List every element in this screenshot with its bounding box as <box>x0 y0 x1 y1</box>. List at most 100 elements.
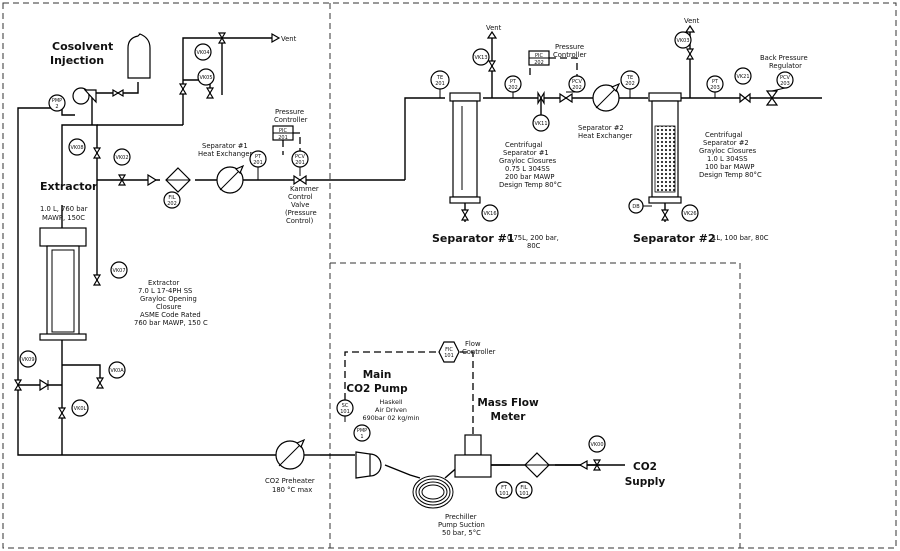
back-pressure-regulator <box>765 90 779 100</box>
pmp1-tag <box>353 424 371 442</box>
cosolvent-tank-line <box>92 82 139 94</box>
kammer-label-2: Control <box>288 193 313 201</box>
svg-text:VK26: VK26 <box>683 211 696 217</box>
svg-text:203: 203 <box>780 81 790 87</box>
svg-text:TE: TE <box>436 75 443 81</box>
preheater-label-2: 180 °C max <box>272 486 312 494</box>
extractor-desc-6: 760 bar MAWP, 150 C <box>134 319 208 327</box>
preheater-label-1: CO2 Preheater <box>265 477 315 485</box>
svg-text:PCV: PCV <box>572 79 583 85</box>
svg-text:DB: DB <box>632 204 640 210</box>
extractor-title: Extractor <box>40 180 98 193</box>
mass-flow-meter <box>454 454 492 478</box>
sep1-spec-2: 80C <box>527 242 541 250</box>
co2-supply-title-1: CO2 <box>633 461 657 473</box>
pump-desc-3: 690bar 02 kg/min <box>363 414 420 422</box>
extractor-spec-2: MAWP, 150C <box>42 214 85 222</box>
svg-text:VK05: VK05 <box>199 75 212 81</box>
vent-top-label: Vent <box>281 35 297 43</box>
cosolvent-tank <box>127 33 151 79</box>
pressure-controller-1-label-2: Controller <box>274 116 308 124</box>
vk07-tag <box>110 261 128 279</box>
mass-flow-title-2: Meter <box>491 411 527 423</box>
svg-text:101: 101 <box>444 353 454 359</box>
vk21-tag <box>734 67 752 85</box>
svg-text:VK03: VK03 <box>676 38 689 44</box>
sep1-desc-2: Separator #1 <box>503 149 549 157</box>
cosolvent-title-line2: Injection <box>50 54 104 67</box>
svg-text:PIC: PIC <box>535 53 543 59</box>
svg-text:TE: TE <box>626 75 633 81</box>
vk0l-tag <box>71 399 89 417</box>
extractor-desc-2: 7.0 L 17-4PH SS <box>138 287 192 295</box>
main-pump-title-2: CO2 Pump <box>346 383 408 395</box>
separator1-hx-group: Separator #1 Heat Exchanger Pressure Con… <box>198 108 319 225</box>
mass-flow-title-1: Mass Flow <box>477 397 539 409</box>
separator1-vessel <box>452 100 478 198</box>
vk05-tag <box>197 68 215 86</box>
vk13-tag <box>472 48 490 66</box>
sep2-spec: 1L, 100 bar, 80C <box>712 234 769 242</box>
pump-desc-1: Haskell <box>379 398 402 406</box>
svg-text:VK11: VK11 <box>534 121 547 127</box>
vk03-tag <box>674 31 692 49</box>
left-feed-line <box>17 107 230 456</box>
back-pressure-group: Vent VK03 PT 203 VK21 Back Pressure Regu… <box>674 17 808 106</box>
vent-arrow <box>271 32 281 44</box>
sep1-desc-3: Grayloc Closures <box>499 157 557 165</box>
svg-text:VK21: VK21 <box>736 74 749 80</box>
vk04-tag <box>194 43 212 61</box>
flow-control-signal <box>460 351 474 435</box>
kammer-valve <box>293 174 302 186</box>
vk00-tag <box>588 435 606 453</box>
svg-text:VK00: VK00 <box>590 442 603 448</box>
pump-desc-2: Air Driven <box>375 406 407 414</box>
process-lines <box>17 37 822 479</box>
svg-text:PT: PT <box>510 79 517 85</box>
svg-text:FIL: FIL <box>520 485 527 491</box>
check-valve <box>39 378 50 392</box>
svg-text:PIC: PIC <box>279 128 287 134</box>
sep1-desc-1: Centrifugal <box>505 141 543 149</box>
svg-text:202: 202 <box>625 81 635 87</box>
sep1-desc-6: Design Temp 80°C <box>499 181 562 189</box>
svg-text:101: 101 <box>499 491 509 497</box>
supply-arrow <box>578 459 588 471</box>
pump-zone-boundary <box>330 262 741 548</box>
extractor-spec-1: 1.0 L, 760 bar <box>40 205 88 213</box>
separator1-top-closure <box>449 92 481 102</box>
separator2-hx-group: Separator #2 Heat Exchanger TE 202 <box>578 70 640 140</box>
svg-text:VK04: VK04 <box>196 50 209 56</box>
cosolvent-injection-group: Cosolvent Injection PMP 2 <box>48 33 151 112</box>
co2-supply-group: VK00 CO2 Supply <box>578 435 665 488</box>
svg-text:201: 201 <box>435 81 445 87</box>
svg-text:1: 1 <box>360 434 363 440</box>
svg-text:101: 101 <box>519 491 529 497</box>
sep2-desc-2: Separator #2 <box>703 139 749 147</box>
sep1-desc-4: 0.75 L 304SS <box>505 165 550 173</box>
flow-controller-label-1: Flow <box>465 340 481 348</box>
cosolvent-pump-line <box>61 108 75 116</box>
sep2-desc-1: Centrifugal <box>705 131 743 139</box>
vk0a-tag <box>108 361 126 379</box>
separator2-top-closure <box>648 92 682 102</box>
separator1-pressure-control: Vent VK13 Pressure Controller PIC 202 PT… <box>472 24 587 132</box>
svg-text:FIL: FIL <box>168 195 175 201</box>
svg-text:VK13: VK13 <box>474 55 487 61</box>
vk08-tag <box>68 138 86 156</box>
svg-text:VK07: VK07 <box>112 268 125 274</box>
prechiller-label-3: 50 bar, 5°C <box>442 529 481 537</box>
svg-text:PT: PT <box>255 154 262 160</box>
fil101-tag <box>515 481 533 499</box>
pmp2-tag <box>48 94 66 112</box>
svg-text:VK09: VK09 <box>21 357 34 363</box>
cosolvent-title-line1: Cosolvent <box>52 40 113 53</box>
kammer-label-4: (Pressure <box>285 209 317 217</box>
kammer-label-5: Control) <box>286 217 314 225</box>
vk09-tag <box>19 350 37 368</box>
separator2-group: VK26 DB Separator #2 1L, 100 bar, 80C Ce… <box>628 92 769 245</box>
svg-text:PMP: PMP <box>357 428 367 434</box>
svg-text:SC: SC <box>342 403 349 409</box>
extractor-valves: VK08 VK02 FIL 202 <box>68 138 191 209</box>
